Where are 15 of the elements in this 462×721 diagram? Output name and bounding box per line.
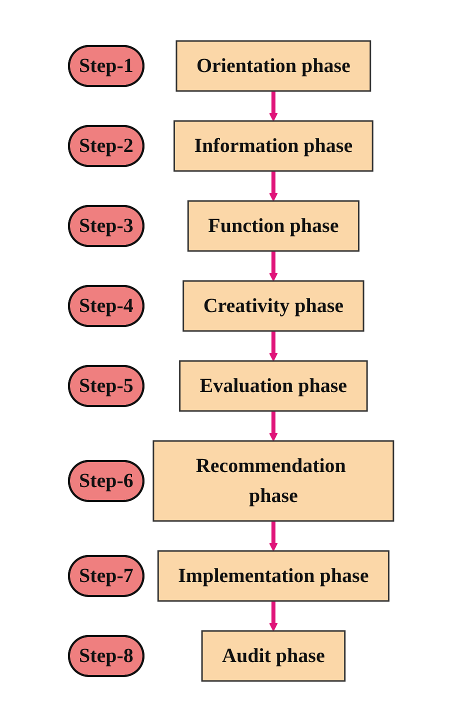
arrow [268,90,278,121]
node-box: Orientation phase [176,40,371,92]
arrow [268,410,278,441]
node-box: Recommendation phase [152,440,394,522]
arrow [268,170,278,201]
node-box: Function phase [187,200,360,252]
arrow [268,330,278,361]
arrow [268,520,278,551]
node-box: Audit phase [201,630,346,682]
node-box: Creativity phase [182,280,364,332]
arrow [268,250,278,281]
node-box: Implementation phase [157,550,390,602]
node-box: Information phase [173,120,374,172]
arrow [268,600,278,631]
node-box: Evaluation phase [178,360,368,412]
